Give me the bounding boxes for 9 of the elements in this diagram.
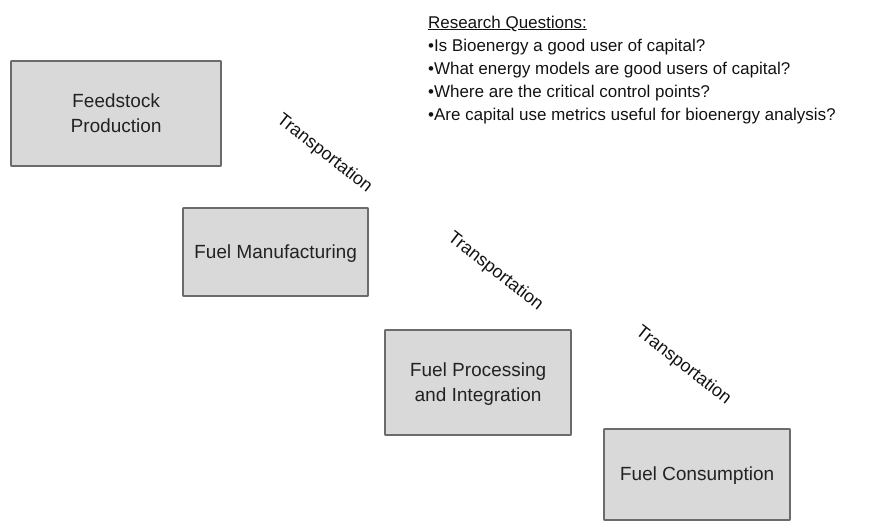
section-heading: Research Questions: (428, 12, 587, 34)
process-box: Fuel Processing and Integration (384, 329, 572, 436)
bullet-item: •Where are the critical control points? (428, 81, 710, 103)
process-box: Feedstock Production (10, 60, 222, 167)
process-box: Fuel Manufacturing (182, 207, 369, 297)
bullet-item: •Are capital use metrics useful for bioenergy analysis? (428, 104, 836, 126)
process-box: Fuel Consumption (603, 428, 791, 521)
bullet-item: •Is Bioenergy a good user of capital? (428, 35, 706, 57)
bullet-item: •What energy models are good users of capital? (428, 58, 790, 80)
